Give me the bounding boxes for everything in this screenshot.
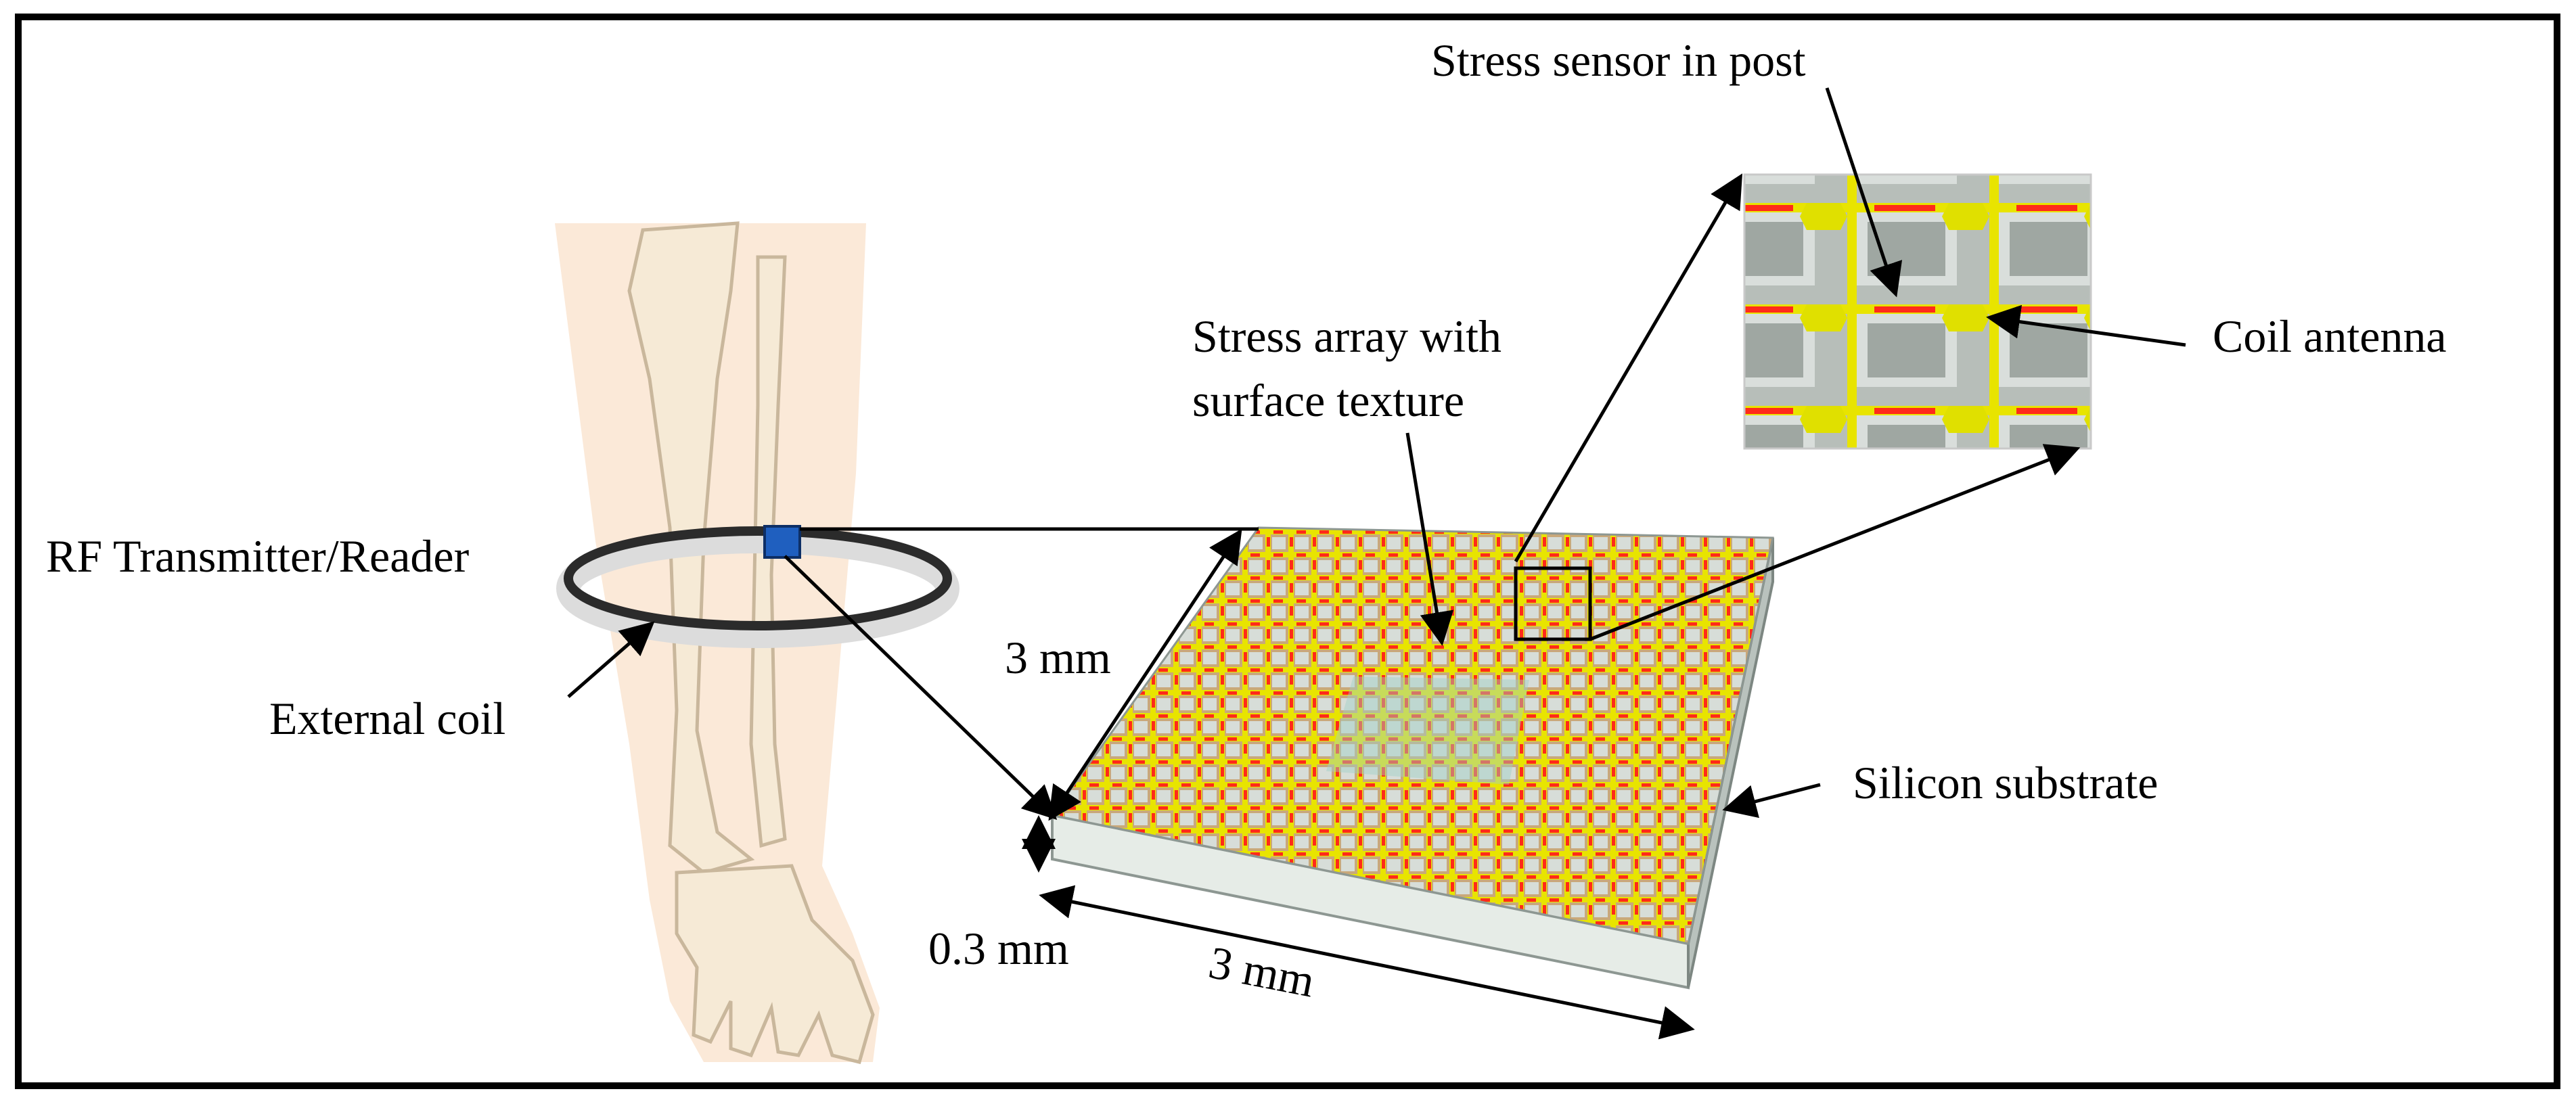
dim-side-label: 3 mm [1005, 632, 1111, 683]
dim-side-arrow [1048, 528, 1242, 821]
external-coil-label: External coil [269, 693, 506, 744]
stress-array-label-line1: Stress array with [1192, 310, 1502, 362]
coil-antenna-label: Coil antenna [2213, 310, 2447, 362]
inset-border [1743, 173, 2092, 450]
figure-border [15, 14, 2560, 1089]
rf-reader-label: RF Transmitter/Reader [46, 530, 470, 582]
leg-illustration [555, 221, 959, 1065]
foot-bones [675, 864, 875, 1065]
silicon-substrate-label: Silicon substrate [1853, 757, 2159, 808]
inset-arrow-bottom [1589, 444, 2081, 641]
stress-sensor-pointer [1825, 87, 1903, 298]
stress-array-center [1326, 676, 1529, 785]
external-coil-ring-edge [564, 526, 952, 630]
dim-thickness-label: 0.3 mm [928, 923, 1069, 974]
coil-antenna-pointer [1986, 304, 2186, 347]
substrate-pointer [1722, 783, 1821, 819]
stress-sensor-label: Stress sensor in post [1431, 34, 1806, 86]
stress-array-pointer [1405, 432, 1454, 646]
stress-array-label-line2: surface texture [1192, 375, 1465, 426]
external-coil-pointer [567, 621, 655, 698]
dim-bottom-arrow [1039, 885, 1695, 1040]
zoom-line-bottom [784, 555, 1058, 820]
connector-lines [567, 87, 2186, 1040]
inset-zoom [1743, 173, 2092, 450]
inset-arrow-top [1514, 173, 1743, 563]
sensor-marker [763, 525, 801, 559]
inset-source-box [1514, 566, 1592, 641]
